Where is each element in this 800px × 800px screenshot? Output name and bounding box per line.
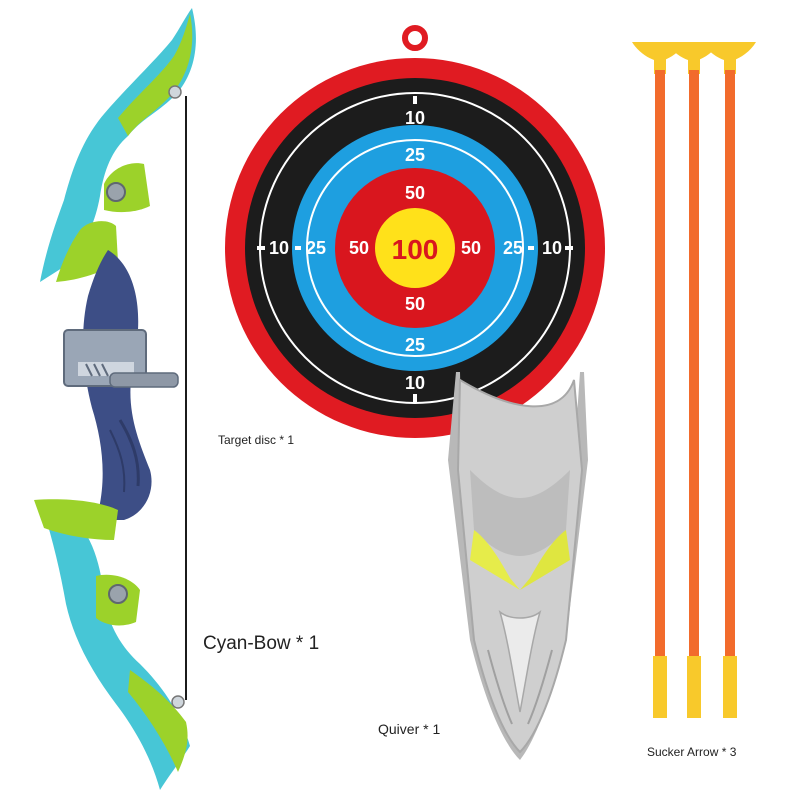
quiver [448, 372, 588, 760]
arrow-3 [702, 42, 756, 718]
score-outer-right: 10 [542, 238, 562, 258]
score-red-top: 50 [405, 183, 425, 203]
score-outer-left: 10 [269, 238, 289, 258]
score-blue-right: 25 [503, 238, 523, 258]
score-red-left: 50 [349, 238, 369, 258]
score-center: 100 [392, 234, 439, 265]
bow-upper-limb [40, 8, 196, 282]
target-disc: 10 10 10 10 25 25 25 25 50 50 50 50 100 [225, 25, 605, 438]
arrow-2 [666, 42, 720, 718]
target-bullseye [375, 208, 455, 288]
sucker-arrow-label: Sucker Arrow * 3 [647, 745, 737, 759]
score-blue-top: 25 [405, 145, 425, 165]
score-outer-bottom: 10 [405, 373, 425, 393]
score-blue-bottom: 25 [405, 335, 425, 355]
bow-lower-limb [34, 499, 190, 790]
target-hanger [402, 25, 428, 51]
score-red-right: 50 [461, 238, 481, 258]
bow-label: Cyan-Bow * 1 [203, 633, 320, 654]
arrow-1 [632, 42, 686, 718]
sucker-arrows [632, 42, 756, 718]
target-disc-label: Target disc * 1 [218, 433, 295, 447]
score-outer-top: 10 [405, 108, 425, 128]
bow [34, 8, 196, 790]
score-blue-left: 25 [306, 238, 326, 258]
quiver-label: Quiver * 1 [378, 721, 441, 737]
bow-riser [63, 250, 179, 520]
score-red-bottom: 50 [405, 294, 425, 314]
